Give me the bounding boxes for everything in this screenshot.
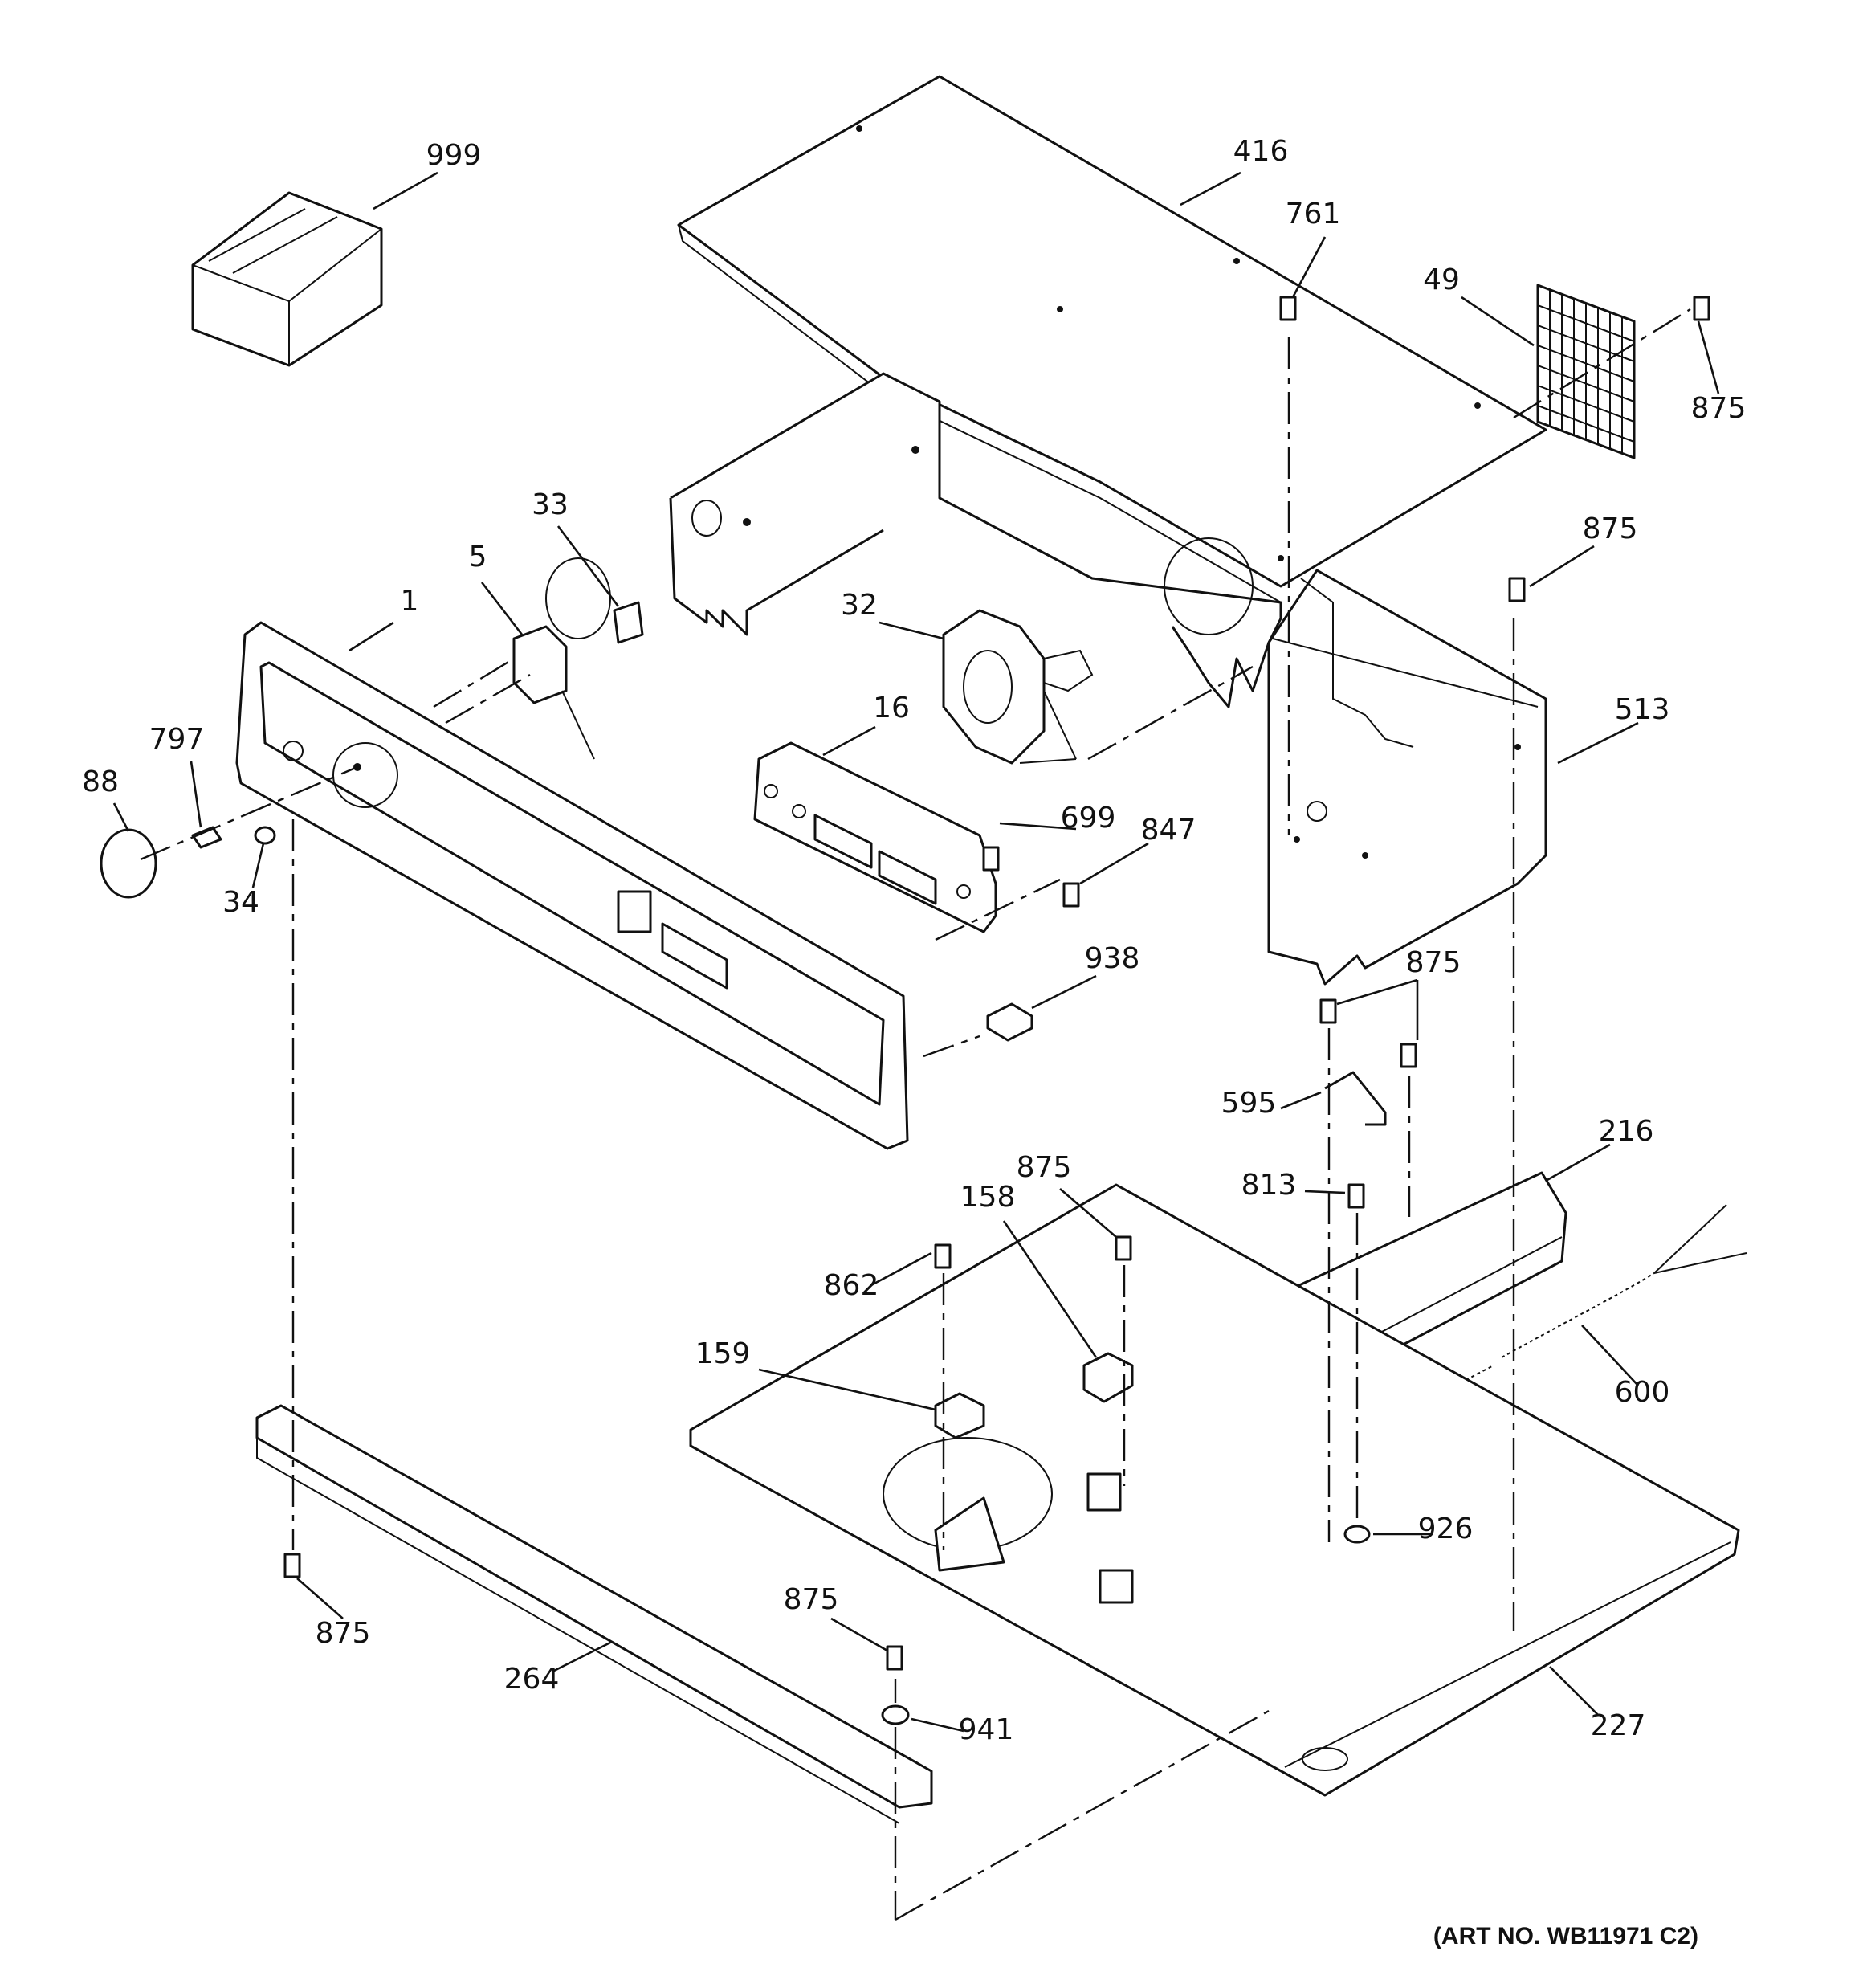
callout-33: 33: [532, 488, 569, 521]
part-back-panel: [669, 372, 1282, 708]
callout-926: 926: [1418, 1512, 1474, 1545]
part-16-control-board: [753, 741, 997, 933]
part-513-side-panel: [1267, 569, 1547, 986]
callout-88: 88: [82, 765, 119, 798]
art-number: (ART NO. WB11971 C2): [1433, 1923, 1698, 1949]
callout-159: 159: [695, 1337, 751, 1370]
part-941-nut: [881, 1704, 910, 1725]
part-158-thermostat: [1082, 1352, 1134, 1403]
callout-941: 941: [959, 1713, 1014, 1746]
callout-1: 1: [401, 585, 419, 618]
callout-875: 875: [1017, 1151, 1072, 1184]
part-33-harness: [545, 557, 644, 644]
part-227-bottom-panel: [689, 1183, 1740, 1797]
part-926-washer: [1343, 1525, 1371, 1544]
callout-938: 938: [1085, 942, 1140, 975]
callout-513: 513: [1615, 693, 1670, 726]
part-1-control-panel: [235, 621, 909, 1150]
callout-32: 32: [841, 589, 878, 622]
part-5-switch: [512, 625, 595, 760]
part-49-mesh-filter: [1536, 284, 1636, 459]
callout-labels: 999 416 761 49 875 33 875 5 1 32 16 513 797 88 699 847 3…: [82, 135, 1746, 1746]
callout-875: 875: [1691, 392, 1747, 425]
callout-158: 158: [960, 1181, 1016, 1214]
part-416-top-panel: [677, 75, 1547, 603]
callout-595: 595: [1221, 1087, 1277, 1120]
part-797-screw: [191, 826, 222, 849]
callout-875: 875: [784, 1583, 839, 1616]
callout-216: 216: [1599, 1115, 1654, 1148]
callout-416: 416: [1233, 135, 1289, 168]
callout-875: 875: [1406, 946, 1461, 979]
part-159-thermostat: [934, 1392, 985, 1439]
part-34-bushing: [254, 826, 276, 845]
callout-847: 847: [1141, 814, 1196, 847]
callout-761: 761: [1286, 198, 1341, 231]
callout-862: 862: [824, 1269, 879, 1302]
callout-875: 875: [1583, 512, 1638, 545]
part-88-knob: [100, 828, 157, 899]
callout-5: 5: [469, 541, 487, 574]
callout-600: 600: [1615, 1376, 1670, 1409]
callout-34: 34: [222, 886, 259, 919]
part-32-fan-motor: [942, 609, 1094, 765]
callout-16: 16: [873, 692, 910, 725]
callout-797: 797: [149, 723, 205, 756]
assembly-lines: [140, 337, 1515, 1921]
callout-227: 227: [1591, 1709, 1646, 1742]
screws: [283, 296, 1710, 1671]
part-999-box: [191, 191, 383, 367]
callout-875: 875: [316, 1617, 371, 1650]
callout-999: 999: [426, 139, 482, 172]
callout-264: 264: [504, 1663, 560, 1696]
leader-lines: [112, 171, 1720, 1733]
callout-813: 813: [1241, 1169, 1297, 1202]
part-264-front-rail: [255, 1404, 933, 1824]
callout-49: 49: [1423, 263, 1460, 296]
part-938-clip: [986, 1002, 1033, 1042]
part-595-bracket: [1324, 1071, 1387, 1126]
callout-699: 699: [1061, 802, 1116, 835]
